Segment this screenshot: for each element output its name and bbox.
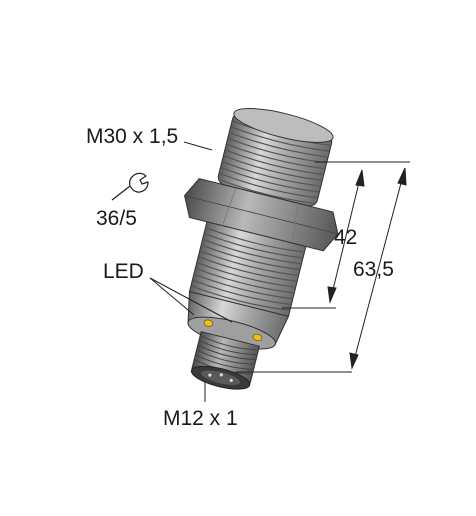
thread-ridge bbox=[221, 167, 319, 193]
leader-lines bbox=[149, 141, 233, 402]
thread-ridge bbox=[219, 172, 318, 199]
leader-led-left bbox=[149, 277, 195, 316]
thread-ridge bbox=[218, 178, 316, 205]
leader-thread bbox=[183, 141, 213, 151]
dimension-42-label: 42 bbox=[334, 226, 358, 249]
wrench-icon bbox=[111, 172, 149, 201]
lower-thread bbox=[188, 221, 307, 317]
thread-ridge bbox=[196, 354, 253, 370]
dim-63-line bbox=[351, 167, 406, 369]
thread-ridge bbox=[225, 149, 323, 176]
led-label: LED bbox=[103, 260, 144, 283]
dimension-lines bbox=[236, 161, 410, 373]
thread-ridge bbox=[224, 155, 322, 181]
m12-connector bbox=[190, 331, 260, 390]
thread-label: M30 x 1,5 bbox=[86, 125, 179, 148]
thread-ridge bbox=[198, 345, 256, 361]
dim-42-line bbox=[329, 169, 363, 303]
thread-ridge bbox=[203, 238, 301, 265]
thread-ridge bbox=[197, 349, 254, 365]
thread-ridge bbox=[227, 143, 325, 170]
hex-nut bbox=[184, 178, 339, 252]
dimension-63-label: 63,5 bbox=[353, 258, 394, 281]
sensor-body bbox=[184, 107, 339, 390]
thread-ridge bbox=[194, 273, 292, 300]
thread-ridge bbox=[200, 335, 258, 351]
wrench-size-label: 36/5 bbox=[96, 207, 137, 230]
thread-ridge bbox=[228, 138, 326, 164]
leader-led-right bbox=[149, 277, 233, 323]
thread-ridge bbox=[196, 268, 294, 294]
thread-ridge bbox=[200, 250, 298, 276]
thread-ridge bbox=[206, 227, 304, 253]
thread-ridge bbox=[231, 126, 329, 152]
thread-ridge bbox=[193, 279, 291, 306]
thread-ridge bbox=[199, 340, 257, 356]
thread-ridge bbox=[197, 262, 295, 288]
end-cap bbox=[187, 291, 290, 350]
thread-ridge bbox=[204, 233, 303, 259]
thread-ridge bbox=[201, 244, 300, 271]
led-left bbox=[203, 319, 214, 327]
thread-ridge bbox=[198, 256, 297, 282]
thread-ridge bbox=[191, 285, 290, 311]
led-right bbox=[252, 333, 263, 342]
thread-ridge bbox=[229, 132, 328, 158]
thread-ridge bbox=[222, 161, 320, 187]
upper-thread bbox=[217, 107, 334, 207]
connector-label: M12 x 1 bbox=[163, 407, 238, 430]
